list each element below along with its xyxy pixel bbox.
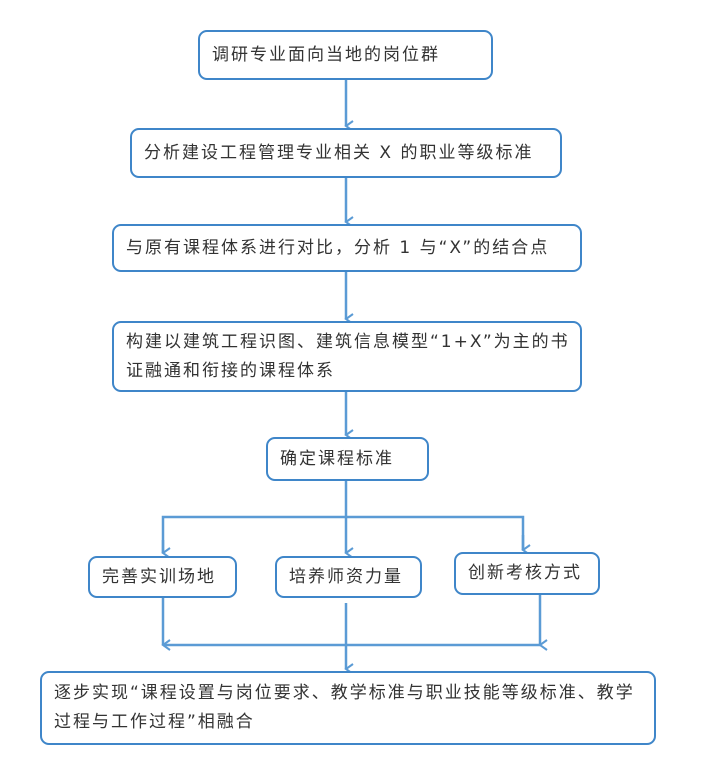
step-label: 创新考核方式 <box>468 563 582 583</box>
step-analyze-standards: 分析建设工程管理专业相关 X 的职业等级标准 <box>130 128 562 178</box>
step-label: 培养师资力量 <box>289 566 403 587</box>
step-label: 调研专业面向当地的岗位群 <box>212 44 440 65</box>
step-build-system: 构建以建筑工程识图、建筑信息模型“1+X”为主的书证融通和衔接的课程体系 <box>112 321 582 392</box>
step-compare: 与原有课程体系进行对比，分析 1 与“X”的结合点 <box>112 224 582 272</box>
step-label: 逐步实现“课程设置与岗位要求、教学标准与职业技能等级标准、教学过程与工作过程”相… <box>54 683 635 732</box>
step-label: 构建以建筑工程识图、建筑信息模型“1+X”为主的书证融通和衔接的课程体系 <box>126 331 570 381</box>
step-label: 完善实训场地 <box>102 566 216 587</box>
step-label: 分析建设工程管理专业相关 X 的职业等级标准 <box>144 142 534 163</box>
branch-training-site: 完善实训场地 <box>88 556 237 598</box>
branch-line <box>161 515 525 553</box>
step-label: 与原有课程体系进行对比，分析 1 与“X”的结合点 <box>126 237 550 258</box>
branch-assessment: 创新考核方式 <box>454 552 600 595</box>
step-label: 确定课程标准 <box>280 448 394 469</box>
step-integration: 逐步实现“课程设置与岗位要求、教学标准与职业技能等级标准、教学过程与工作过程”相… <box>40 671 656 745</box>
branch-teachers: 培养师资力量 <box>275 556 422 598</box>
step-course-standard: 确定课程标准 <box>266 437 429 481</box>
step-survey-jobs: 调研专业面向当地的岗位群 <box>198 30 493 80</box>
